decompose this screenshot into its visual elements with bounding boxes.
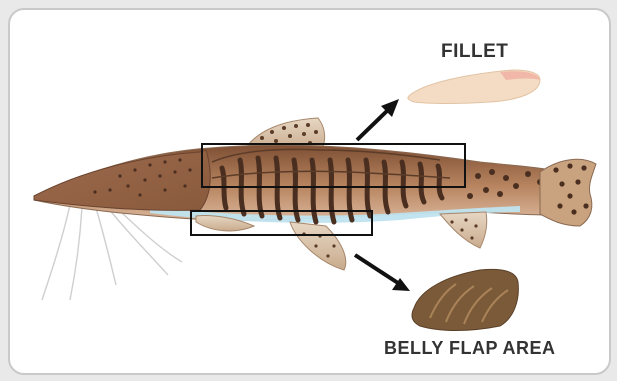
belly-flap-label: BELLY FLAP AREA [384,338,556,359]
fillet-arrow [357,99,399,140]
barbels [42,205,182,300]
fillet-label: FILLET [441,41,508,63]
caudal-fin [540,159,596,226]
belly-flap-arrow [355,255,410,291]
fish-head [34,150,210,210]
pelvic-fin [290,222,346,270]
